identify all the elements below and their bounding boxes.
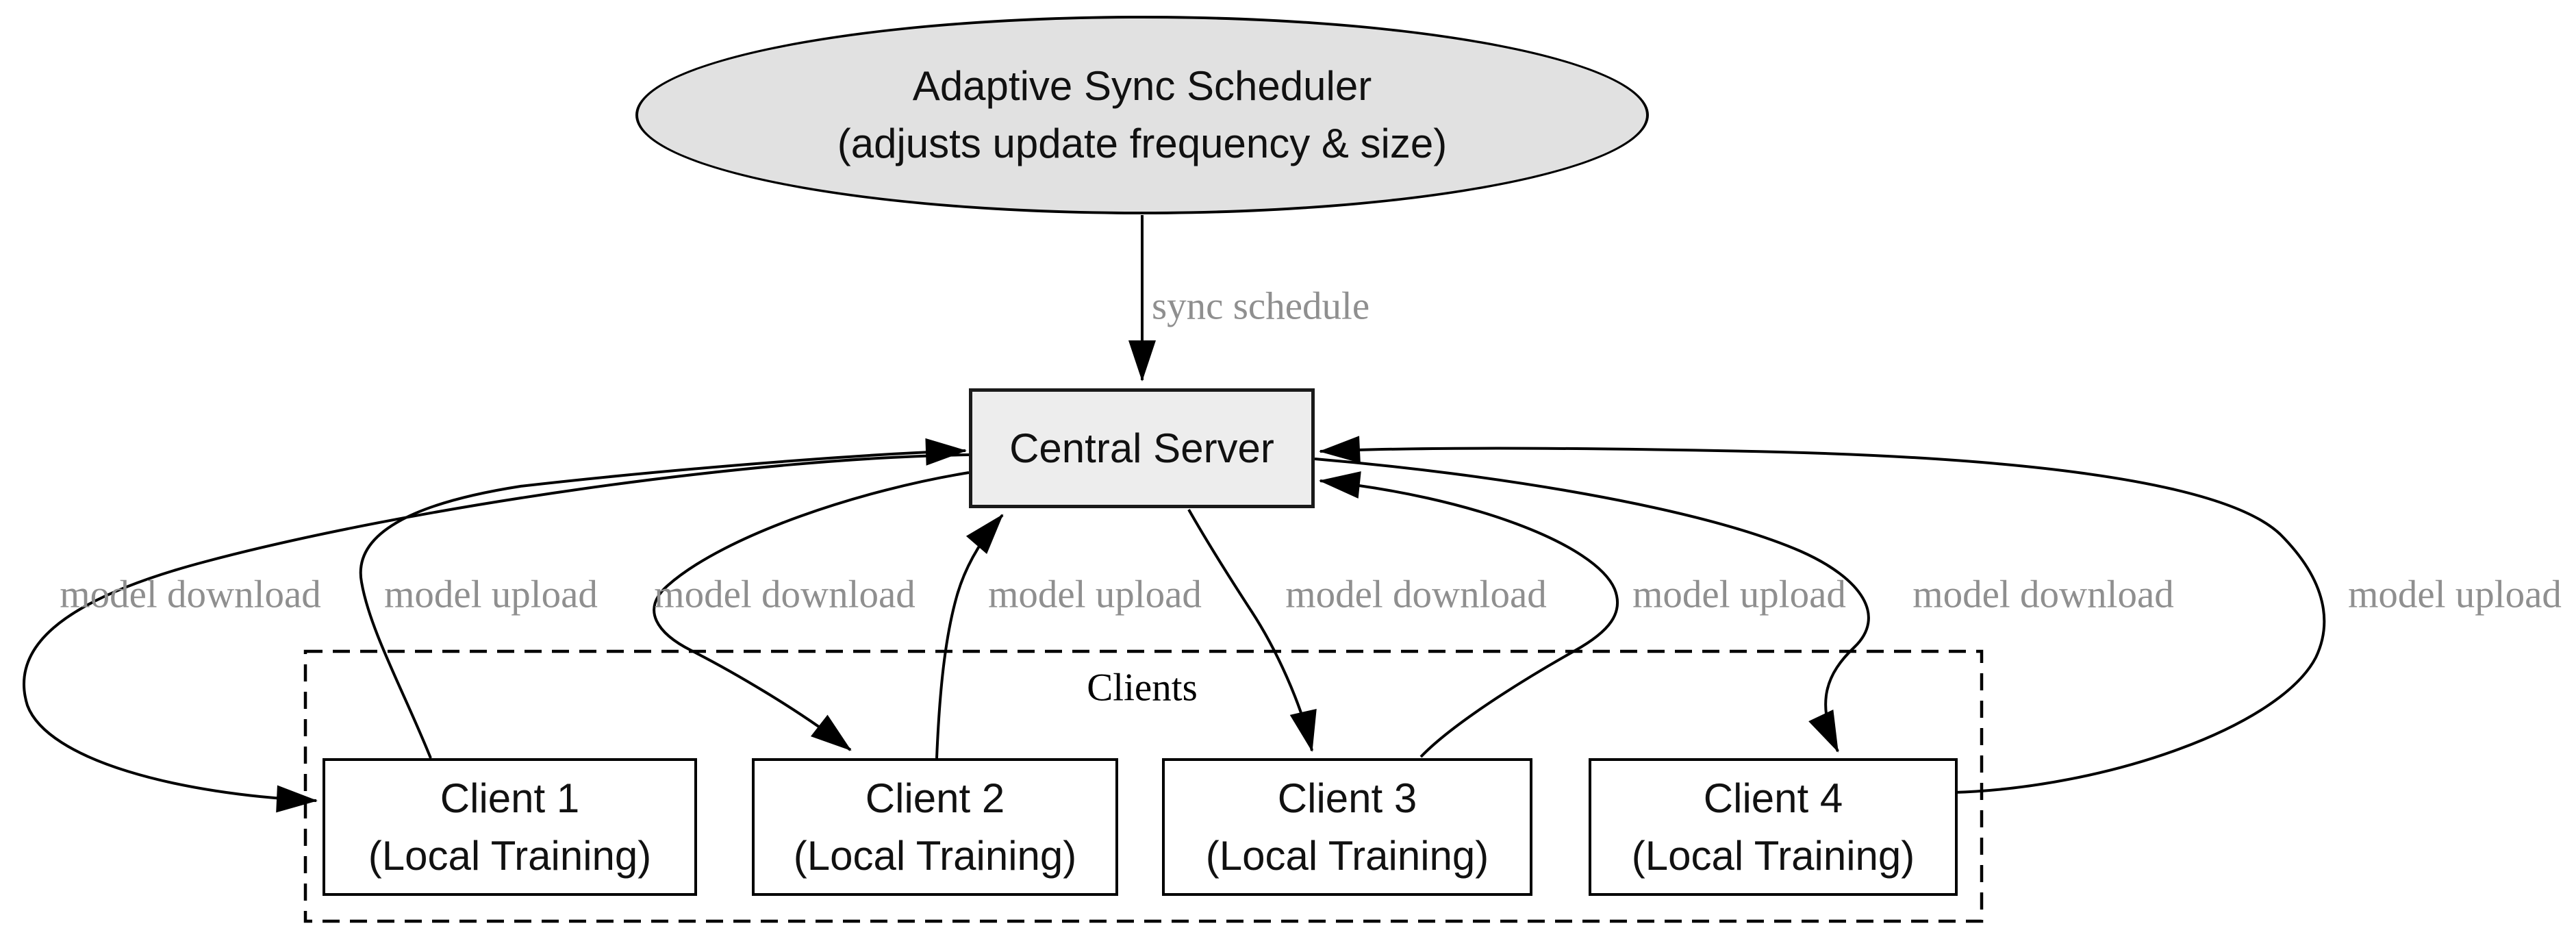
edge-label-client2-upload: model upload	[988, 573, 1202, 616]
edge-client3-server-upload	[1319, 471, 1619, 758]
client-2-label-line1: Client 2	[865, 775, 1005, 821]
edge-label-client3-upload: model upload	[1632, 573, 1846, 616]
client-1-label-line1: Client 1	[440, 775, 580, 821]
edge-server-client4-download	[1314, 458, 1870, 753]
client-3-label-line2: (Local Training)	[1205, 832, 1489, 879]
edge-client1-server-upload	[359, 438, 967, 759]
clients-cluster-label: Clients	[1087, 666, 1198, 710]
client-4-node: Client 4 (Local Training)	[1589, 758, 1958, 896]
edge-server-client2-download	[653, 471, 970, 751]
edge-client4-server-upload	[1319, 436, 2326, 794]
client-1-label-line2: (Local Training)	[368, 832, 652, 879]
client-3-label-line1: Client 3	[1277, 775, 1417, 821]
client-4-label-line1: Client 4	[1703, 775, 1843, 821]
edge-label-client1-upload: model upload	[384, 573, 598, 616]
edge-server-client3-download	[1187, 509, 1317, 752]
central-server-label: Central Server	[1009, 425, 1274, 471]
client-4-label-line2: (Local Training)	[1631, 832, 1915, 879]
client-2-node: Client 2 (Local Training)	[752, 758, 1118, 896]
edge-label-client4-upload: model upload	[2348, 573, 2562, 616]
client-3-node: Client 3 (Local Training)	[1162, 758, 1532, 896]
client-1-node: Client 1 (Local Training)	[323, 758, 697, 896]
client-2-label-line2: (Local Training)	[793, 832, 1077, 879]
edge-label-client3-download: model download	[1285, 573, 1547, 616]
edge-client2-server-upload	[935, 514, 1004, 759]
edge-label-client4-download: model download	[1912, 573, 2174, 616]
edge-label-client2-download: model download	[654, 573, 916, 616]
edge-label-sync-schedule: sync schedule	[1152, 284, 1370, 328]
scheduler-label-line1: Adaptive Sync Scheduler	[912, 63, 1372, 109]
scheduler-label-line2: (adjusts update frequency & size)	[837, 121, 1448, 166]
central-server-node: Central Server	[969, 388, 1315, 508]
edge-label-client1-download: model download	[60, 573, 321, 616]
scheduler-node: Adaptive Sync Scheduler (adjusts update …	[635, 16, 1649, 214]
edge-server-client1-download	[22, 453, 971, 813]
